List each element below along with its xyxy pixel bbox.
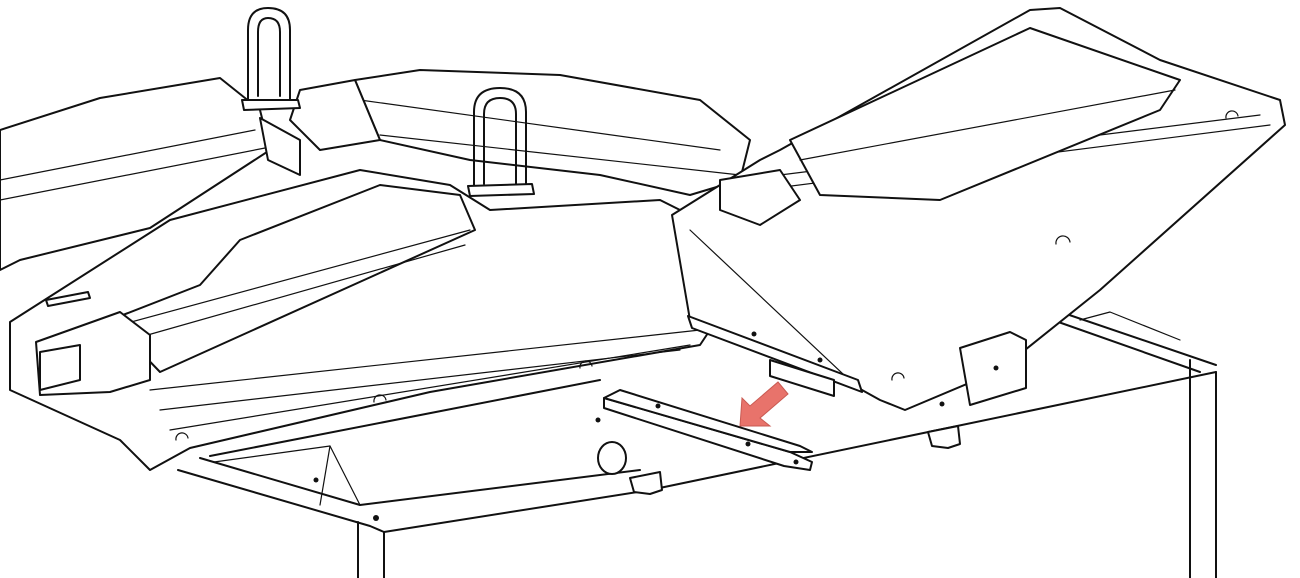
lifting-handle-left bbox=[241, 7, 301, 111]
right-canopy-tilted bbox=[671, 7, 1286, 411]
arrow-down-left-icon bbox=[739, 381, 789, 427]
left-canopy-rear bbox=[0, 77, 301, 271]
lifting-handle-center bbox=[467, 87, 535, 197]
left-canopy-front bbox=[9, 169, 711, 471]
mounting-bracket bbox=[603, 389, 813, 471]
center-canopy-rear bbox=[289, 69, 751, 196]
